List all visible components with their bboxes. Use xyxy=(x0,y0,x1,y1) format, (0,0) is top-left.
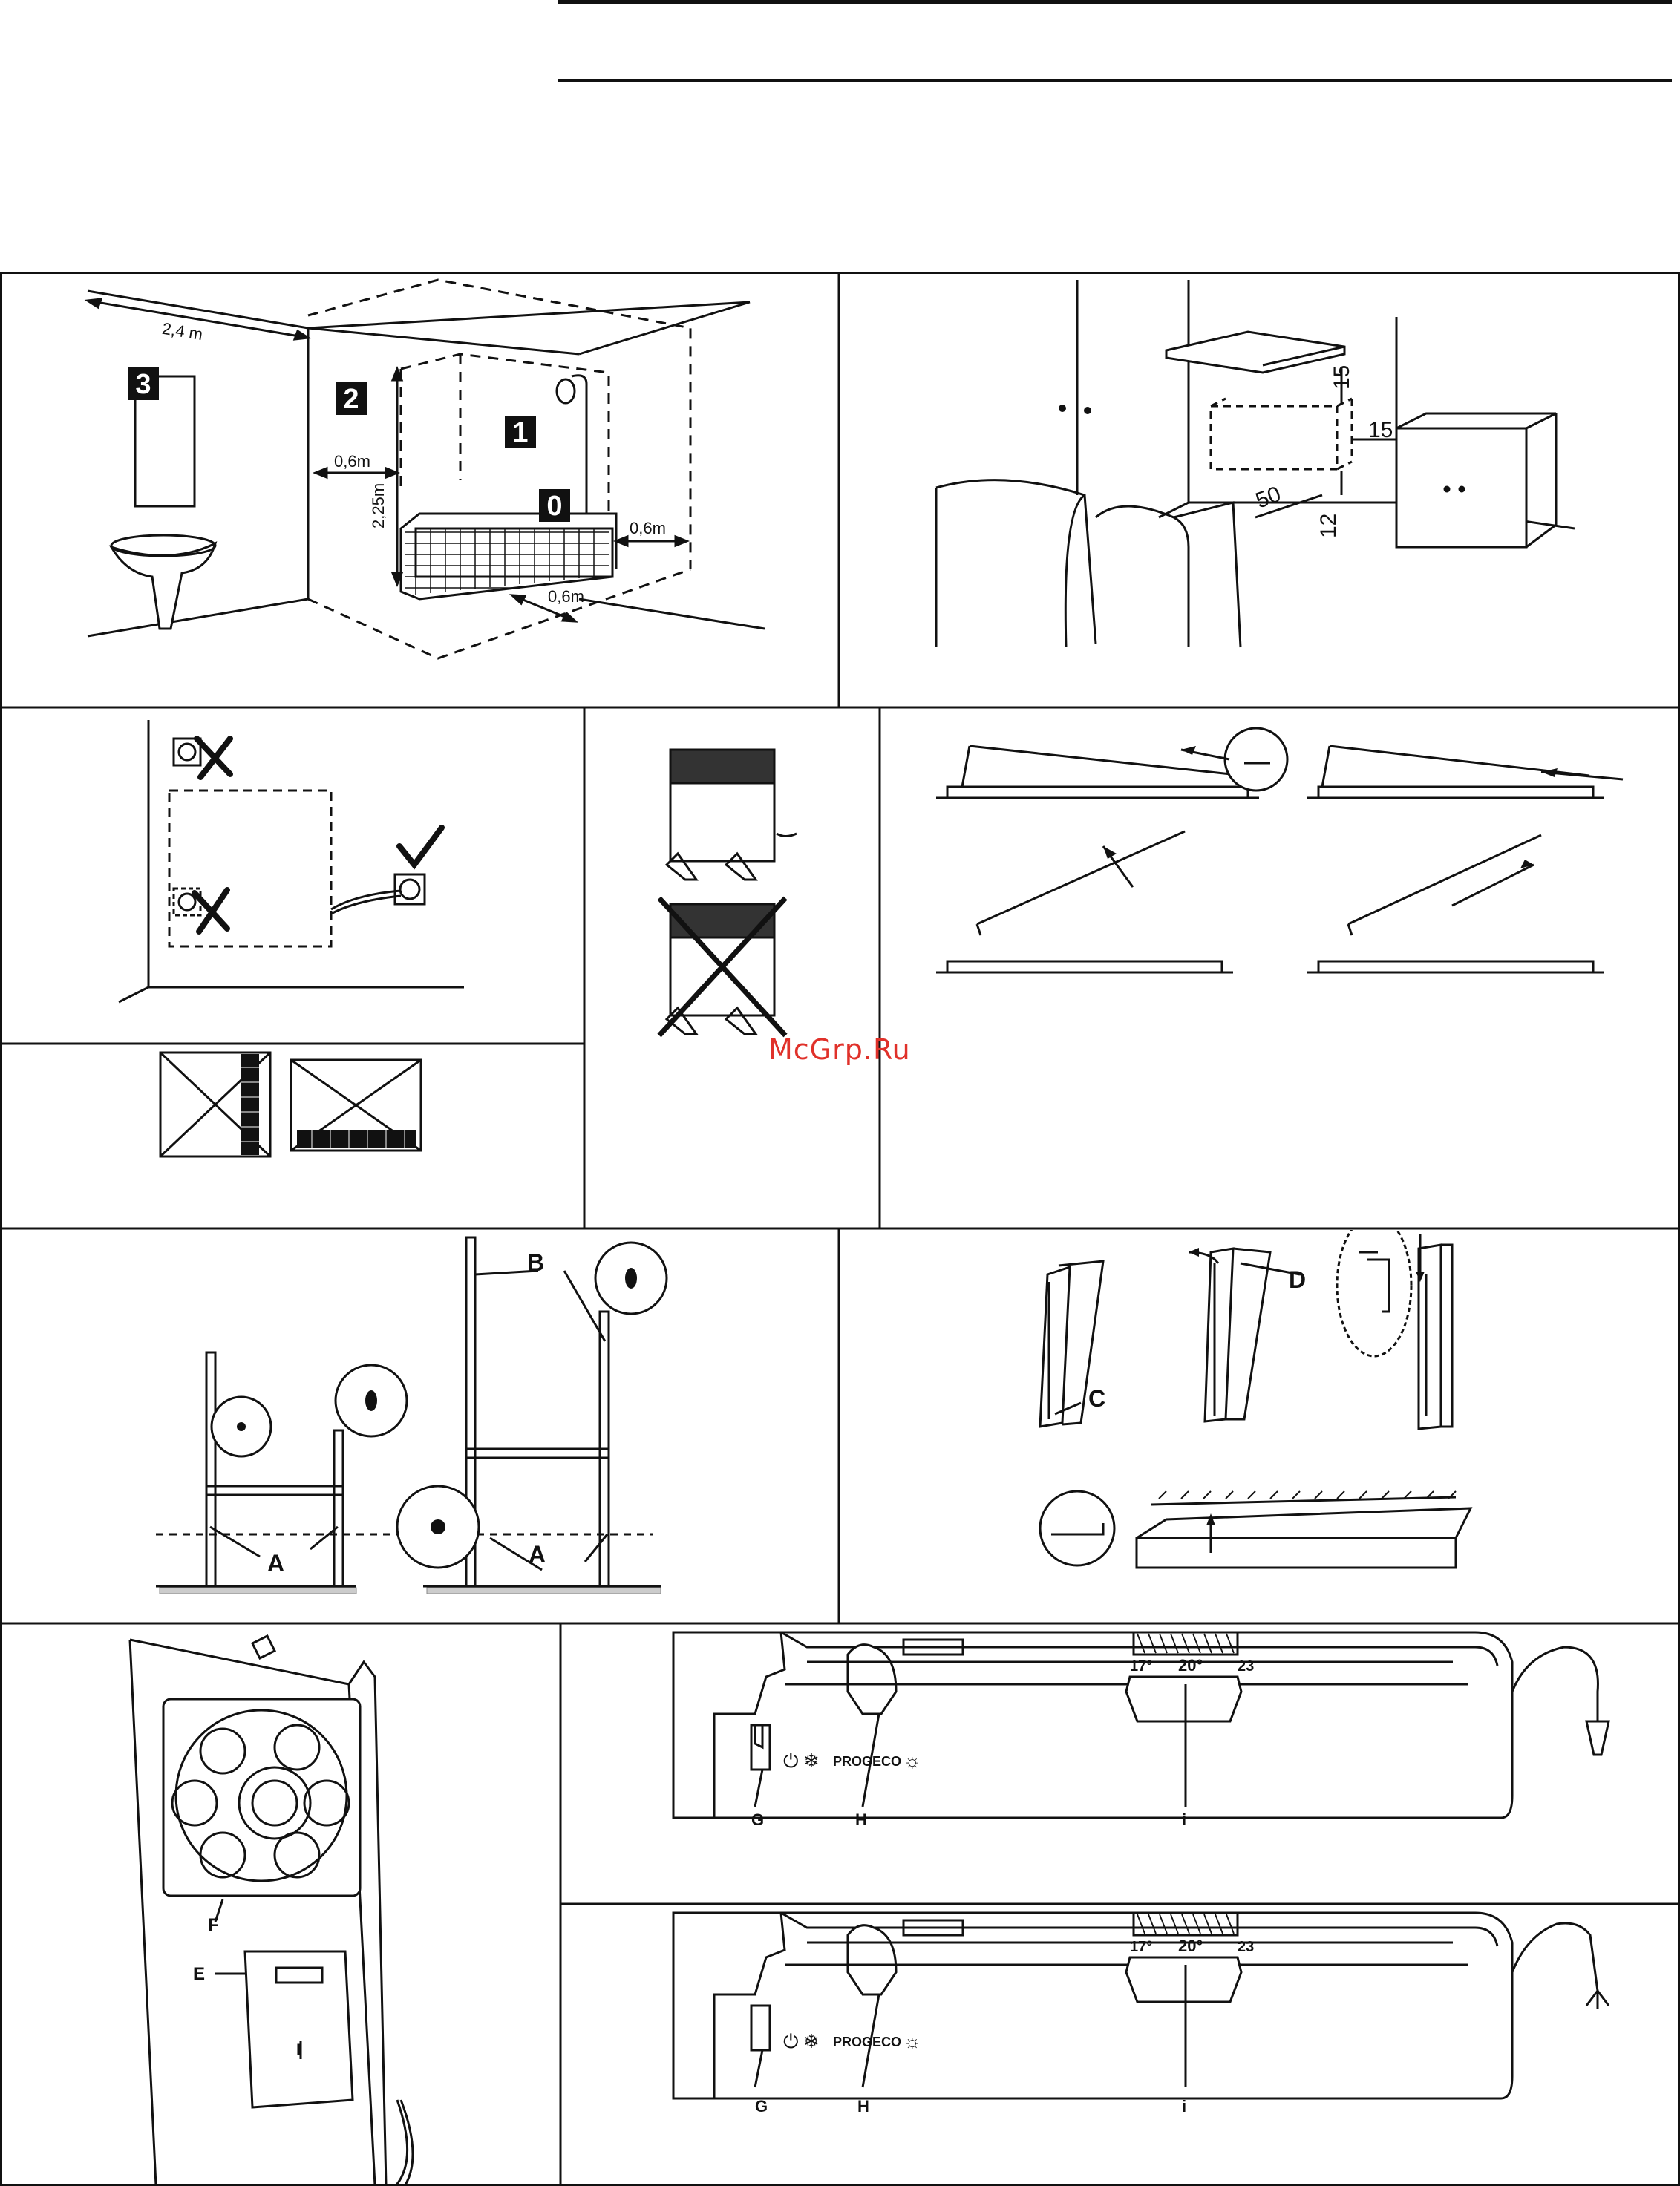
dim-0-6m-right: 0,6m xyxy=(630,519,666,537)
label-f: F xyxy=(208,1915,219,1935)
power-icon-bottom: ⏻ xyxy=(783,2030,799,2052)
dim-2-4m: 2,4 m xyxy=(161,319,204,344)
scale-23-bottom: 23 xyxy=(1238,1939,1254,1955)
orientation-diagram xyxy=(0,1045,584,1228)
label-h-top: H xyxy=(855,1810,867,1829)
label-g-top: G xyxy=(751,1810,764,1829)
bracket-removal-diagram xyxy=(880,709,1679,1227)
comfort-icon-top: ☼ xyxy=(903,1750,921,1772)
power-icon-top: ⏻ xyxy=(783,1750,799,1772)
scale-17-bottom: 17° xyxy=(1130,1939,1152,1955)
frost-icon-bottom: ❄ xyxy=(803,2030,820,2052)
label-i-bottom: i xyxy=(1182,2097,1186,2115)
scale-20-top: 20° xyxy=(1178,1656,1203,1675)
zone-0-label: 0 xyxy=(546,491,562,522)
socket-position-diagram xyxy=(0,709,584,1043)
label-b: B xyxy=(527,1249,544,1276)
feet-diagram xyxy=(585,709,879,1227)
zone-2-label: 2 xyxy=(343,384,359,415)
mode-prog-bottom: PROG xyxy=(833,2035,872,2049)
bathroom-zones-diagram: 3 2 1 0 2,4 m 0,6m 2,25m 0,6m 0,6m xyxy=(0,272,837,707)
label-a-right: A xyxy=(529,1541,546,1568)
hanging-diagram: C D xyxy=(840,1230,1679,1622)
label-a-left: A xyxy=(267,1550,284,1577)
scale-17-top: 17° xyxy=(1130,1658,1152,1675)
panel-bottom-diagram: 17° 20° 23 PROG ECO G H i ⏻ ❄ ☼ xyxy=(562,1905,1679,2185)
label-g-bottom: G xyxy=(755,2097,768,2115)
scale-23-top: 23 xyxy=(1238,1658,1254,1675)
clearance-side: 15 xyxy=(1368,418,1393,442)
panel-top-diagram: 17° 20° 23 PROG ECO G H i ⏻ ❄ ☼ xyxy=(562,1625,1679,1903)
clearance-diagram: 15 15 12 50 xyxy=(840,272,1679,707)
dim-2-25m: 2,25m xyxy=(369,483,388,528)
mode-prog-top: PROG xyxy=(833,1754,872,1769)
dim-0-6m-left: 0,6m xyxy=(334,452,370,471)
label-c: C xyxy=(1088,1385,1105,1412)
clearance-top: 15 xyxy=(1330,365,1354,390)
zone-1-label: 1 xyxy=(512,417,528,448)
label-e: E xyxy=(193,1964,205,1984)
label-d: D xyxy=(1289,1266,1306,1293)
mode-eco-top: ECO xyxy=(872,1754,901,1769)
mode-eco-bottom: ECO xyxy=(872,2035,901,2049)
clearance-floor: 12 xyxy=(1316,514,1341,538)
dim-0-6m-bottom: 0,6m xyxy=(548,587,584,606)
frost-icon-top: ❄ xyxy=(803,1750,820,1772)
switch-mark: I xyxy=(296,2041,301,2059)
label-h-bottom: H xyxy=(857,2097,869,2115)
control-closeup-diagram: F E I xyxy=(0,1625,560,2185)
label-i-top: i xyxy=(1182,1810,1186,1829)
zone-3-label: 3 xyxy=(135,369,151,400)
scale-20-bottom: 20° xyxy=(1178,1937,1203,1955)
comfort-icon-bottom: ☼ xyxy=(903,2030,921,2052)
watermark: McGrp.Ru xyxy=(768,1033,911,1066)
wall-fixing-diagram: A A B xyxy=(0,1230,837,1622)
